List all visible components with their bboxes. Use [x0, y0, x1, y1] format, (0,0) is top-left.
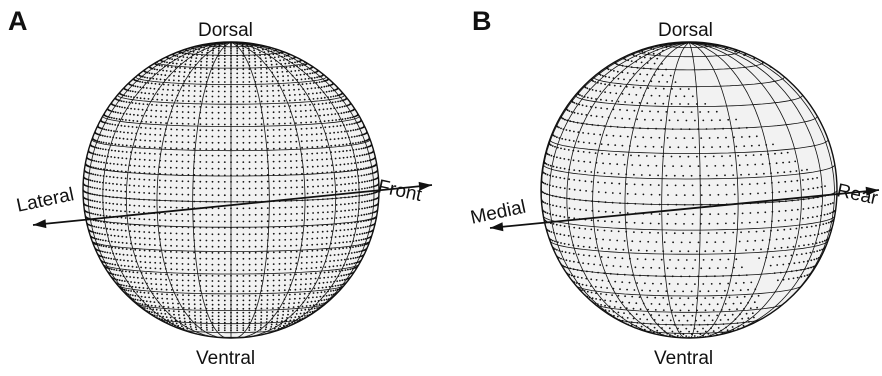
- panel-a: A Dorsal Ventral Lateral Front: [8, 6, 433, 369]
- parallel-line: [575, 285, 803, 297]
- axis-line: [32, 184, 433, 226]
- dorsal-label-a: Dorsal: [198, 20, 253, 41]
- meridian-line: [192, 42, 232, 338]
- arrowhead: [865, 186, 879, 196]
- meridian-line: [688, 42, 774, 338]
- sphere-diagram-b: [489, 41, 880, 339]
- parallel-line: [135, 75, 327, 85]
- parallel-line: [593, 75, 785, 88]
- parallel-line: [549, 240, 829, 255]
- arrowhead: [33, 219, 47, 229]
- parallel-line: [549, 139, 829, 154]
- parallel-line: [136, 303, 326, 311]
- meridian-line: [688, 42, 701, 338]
- parallel-line: [156, 60, 306, 69]
- parallel-line: [117, 94, 345, 105]
- parallel-line: [575, 94, 803, 108]
- parallel-line: [91, 139, 371, 152]
- meridian-line: [125, 42, 232, 338]
- ventral-label-b: Ventral: [654, 348, 714, 369]
- sphere-body: [541, 42, 837, 338]
- meridian-line: [661, 42, 690, 338]
- meridian-line: [624, 42, 690, 338]
- sample-dots: [83, 42, 379, 332]
- panel-letter-b: B: [472, 6, 492, 36]
- meridian-line: [230, 42, 270, 338]
- meridian-line: [688, 42, 802, 338]
- axis-line: [489, 189, 880, 229]
- parallel-line: [102, 264, 360, 275]
- arrowhead: [418, 181, 432, 191]
- panel-b: B Dorsal Ventral Medial Rear: [441, 0, 882, 376]
- sphere-outline: [540, 41, 838, 339]
- meridian-line: [688, 42, 739, 338]
- parallel-line: [594, 303, 784, 313]
- arrowhead: [490, 222, 504, 232]
- parallel-line: [91, 240, 371, 252]
- dorsal-label-b: Dorsal: [658, 20, 713, 41]
- meridian-line: [566, 42, 690, 337]
- meridian-line: [230, 42, 337, 338]
- sphere-diagram-a: [32, 41, 433, 339]
- parallel-line: [117, 285, 345, 295]
- meridian-line: [548, 42, 690, 335]
- parallel-line: [542, 164, 836, 180]
- panel-letter-a: A: [8, 6, 28, 36]
- parallel-line: [102, 115, 360, 127]
- ventral-label-a: Ventral: [196, 348, 256, 369]
